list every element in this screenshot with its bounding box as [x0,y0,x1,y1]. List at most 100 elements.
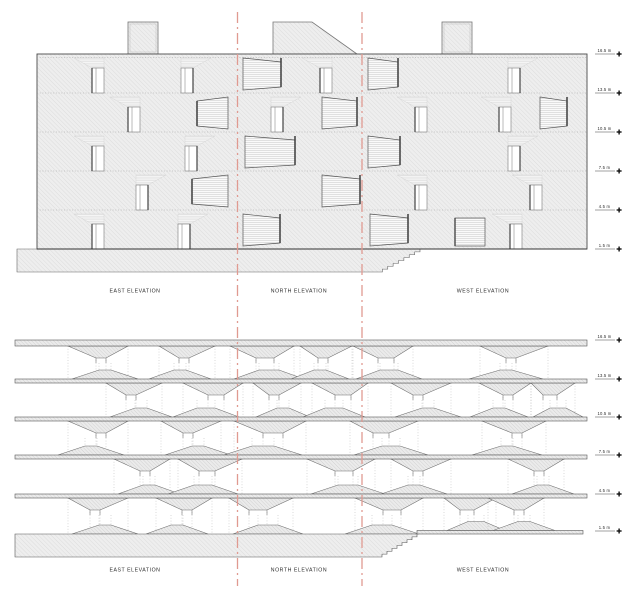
window-funnel-lower [232,524,304,535]
window-funnel-upper [299,345,353,359]
level-marker-bottom-0: 16.5 m [595,334,622,343]
window-funnel-lower [511,484,575,495]
window-slit [91,67,105,94]
window-funnel-lower [310,484,386,495]
window-funnel-upper [105,382,163,396]
level-label: 4.5 m [599,488,611,493]
window-funnel-upper [479,345,549,359]
floor-slab-1 [14,378,588,384]
level-datum-icon [618,51,620,57]
window-funnel-lower [255,407,311,418]
floor-slab-2 [14,416,588,422]
window-trapezoid [369,213,409,247]
window-funnel-upper [354,497,424,511]
window-slit [177,223,191,250]
window-funnel-lower [353,445,429,456]
window-funnel-upper [507,458,565,472]
level-markers: 16.5 m 13.5 m 10.5 m 7.5 m 4.5 m 1.5 m 16.5 m 1… [595,48,622,534]
window-funnel-upper [252,382,302,396]
level-datum-icon [618,491,620,497]
window-funnel-lower [302,407,366,418]
level-datum-icon [618,337,620,343]
window-trapezoid [539,96,568,130]
level-datum-icon [618,528,620,534]
window-funnel-lower [117,484,181,495]
level-datum-icon [618,246,620,252]
level-marker-bottom-5: 1.5 m [595,525,622,534]
window-hatched-rect [454,217,486,247]
window-funnel-upper [306,458,376,472]
level-datum-icon [618,452,620,458]
window-trapezoid [196,96,229,130]
window-slit [180,67,194,94]
window-funnel-lower [223,445,303,456]
window-trapezoid [367,57,399,91]
base-plinth-stepped [16,248,421,273]
window-funnel-upper [67,420,129,434]
window-slit [135,184,149,211]
top-label-north: NORTH ELEVATION [271,289,327,295]
level-marker-top-2: 10.5 m [595,126,622,135]
window-funnel-lower [148,369,212,380]
level-label: 16.5 m [597,334,611,339]
window-funnel-upper [160,420,222,434]
window-slit [414,184,428,211]
window-funnel-upper [487,497,545,511]
level-label: 7.5 m [599,449,611,454]
bottom-label-north: NORTH ELEVATION [271,568,327,574]
window-slit [319,67,333,94]
floor-slab-3 [14,454,588,460]
window-slit [529,184,543,211]
floor-slab-4 [14,493,588,499]
window-funnel-lower [394,407,462,418]
level-label: 7.5 m [599,165,611,170]
window-funnel-lower [167,484,239,495]
roof-block-0 [127,21,159,55]
window-funnel-lower [492,521,556,531]
window-slit [414,106,428,133]
level-label: 13.5 m [597,373,611,378]
window-funnel-lower [57,445,125,456]
level-datum-icon [618,207,620,213]
level-marker-top-1: 13.5 m [595,87,622,96]
level-marker-top-0: 16.5 m [595,48,622,57]
window-funnel-upper [182,382,244,396]
level-label: 10.5 m [597,126,611,131]
window-funnel-upper [67,345,129,359]
elevation-labels: EAST ELEVATION NORTH ELEVATION WEST ELEVAT… [110,289,509,574]
window-slit [91,223,105,250]
window-slit [127,106,141,133]
level-label: 1.5 m [599,525,611,530]
window-slit [270,106,284,133]
window-funnel-upper [229,345,295,359]
bottom-section-drawing [14,339,588,558]
level-marker-bottom-2: 10.5 m [595,411,622,420]
window-funnel-lower [532,407,584,418]
window-trapezoid [244,135,296,169]
level-label: 13.5 m [597,87,611,92]
level-label: 16.5 m [597,48,611,53]
window-slit [91,145,105,172]
window-funnel-upper [155,497,213,511]
roof-block-inner-0 [129,23,157,53]
top-elevation-drawing [16,21,588,273]
window-trapezoid [242,57,282,91]
window-slit [184,145,198,172]
level-marker-bottom-4: 4.5 m [595,488,622,497]
window-funnel-lower [355,369,423,380]
elevation-wall [36,53,588,250]
window-slit [498,106,512,133]
window-trapezoid [321,174,361,208]
ground-floor-slab [416,530,584,535]
bottom-label-west: WEST ELEVATION [457,568,509,574]
window-funnel-upper [390,458,452,472]
window-funnel-upper [67,497,129,511]
top-label-west: WEST ELEVATION [457,289,509,295]
ground-mass-stepped [14,533,418,558]
window-trapezoid [242,213,281,247]
bottom-label-east: EAST ELEVATION [110,568,161,574]
roof-block-2 [441,21,473,55]
level-datum-icon [618,376,620,382]
